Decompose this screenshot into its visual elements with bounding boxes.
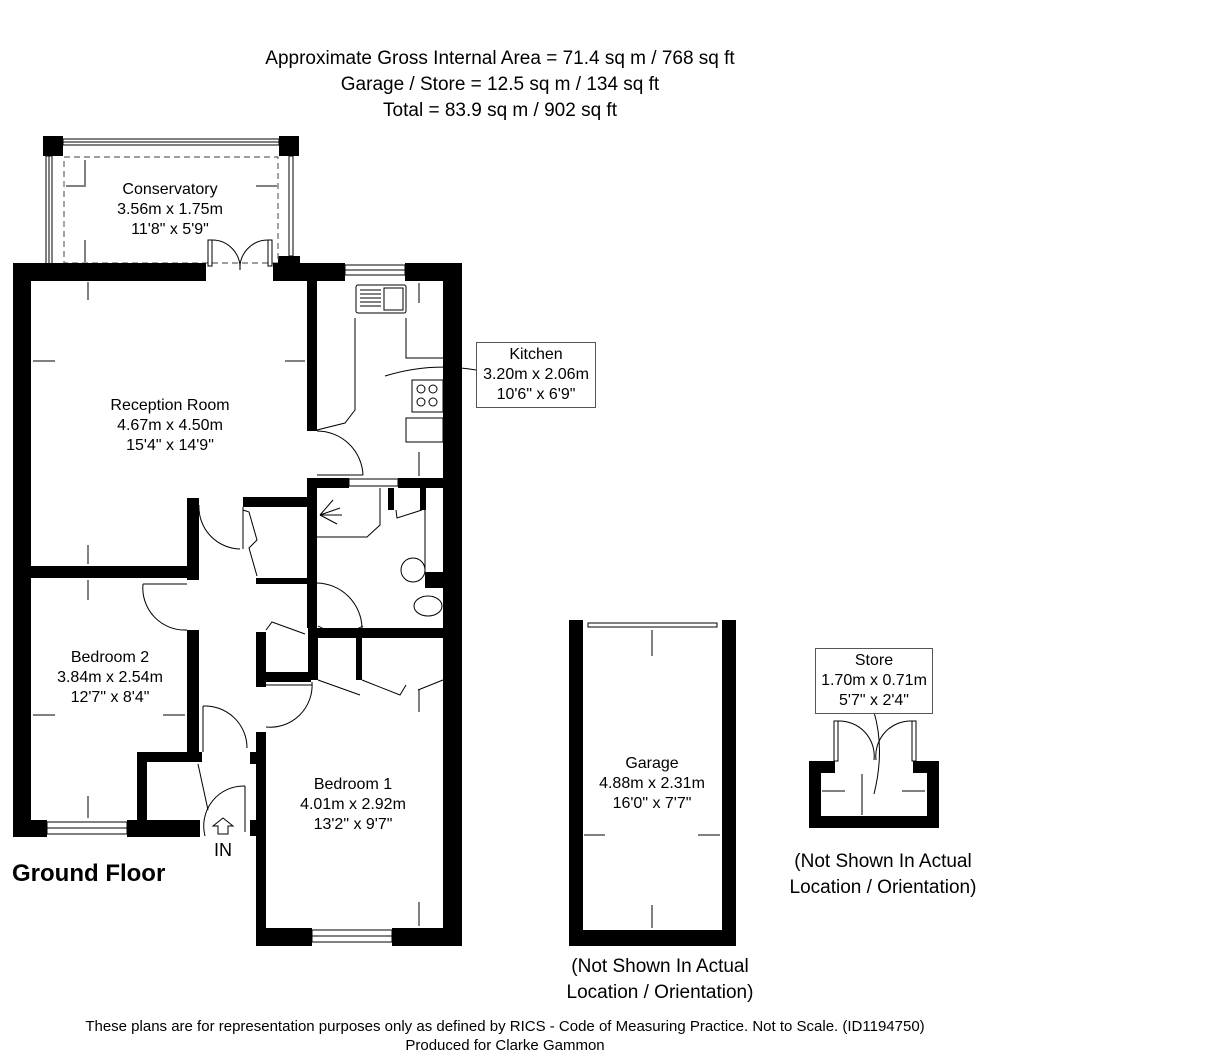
entrance-arrow-icon — [211, 817, 235, 835]
room-name: Reception Room — [110, 397, 230, 414]
room-name: Garage — [625, 755, 679, 772]
room-label-store: Store 1.70m x 0.71m 5'7" x 2'4" — [815, 648, 933, 714]
room-imperial: 11'8" x 5'9" — [131, 221, 209, 238]
room-imperial: 15'4" x 14'9" — [126, 437, 214, 454]
room-name: Bedroom 1 — [313, 776, 393, 793]
room-metric: 4.01m x 2.92m — [300, 796, 406, 813]
entrance-label: IN — [214, 840, 232, 860]
total-area: Total = 83.9 sq m / 902 sq ft — [383, 100, 617, 121]
room-metric: 1.70m x 0.71m — [821, 672, 927, 689]
garage-store-area: Garage / Store = 12.5 sq m / 134 sq ft — [340, 74, 660, 95]
garage-walls — [569, 620, 736, 946]
room-metric: 3.56m x 1.75m — [117, 201, 223, 218]
note-line: (Not Shown In Actual — [794, 851, 972, 872]
dimension-arrows — [33, 160, 420, 926]
store-doors — [822, 711, 925, 815]
room-imperial: 16'0" x 7'7" — [612, 795, 692, 812]
room-metric: 4.67m x 4.50m — [117, 417, 223, 434]
area-summary: Approximate Gross Internal Area = 71.4 s… — [0, 46, 1000, 124]
room-label-bedroom1: Bedroom 1 4.01m x 2.92m 13'2" x 9'7" — [283, 775, 423, 835]
room-name: Kitchen — [509, 346, 563, 363]
store-walls — [809, 761, 939, 828]
room-name: Conservatory — [122, 181, 218, 198]
conservatory-doors — [207, 239, 273, 271]
floor-title: Ground Floor — [12, 860, 166, 887]
room-imperial: 5'7" x 2'4" — [839, 692, 909, 709]
kitchen-pointer — [384, 366, 477, 377]
note-line: Location / Orientation) — [566, 982, 754, 1003]
room-metric: 3.20m x 2.06m — [483, 366, 589, 383]
room-label-reception: Reception Room 4.67m x 4.50m 15'4" x 14'… — [85, 396, 255, 456]
main-walls — [13, 263, 462, 946]
produced-for: Produced for Clarke Gammon — [405, 1037, 605, 1054]
store-location-note: (Not Shown In Actual Location / Orientat… — [763, 849, 1003, 901]
gross-internal-area: Approximate Gross Internal Area = 71.4 s… — [265, 48, 735, 69]
note-line: Location / Orientation) — [789, 877, 977, 898]
disclaimer: These plans are for representation purpo… — [85, 1018, 925, 1035]
room-name: Store — [854, 652, 894, 669]
garage-location-note: (Not Shown In Actual Location / Orientat… — [540, 954, 780, 1006]
note-line: (Not Shown In Actual — [571, 956, 749, 977]
room-imperial: 13'2" x 9'7" — [313, 816, 393, 833]
room-metric: 3.84m x 2.54m — [57, 669, 163, 686]
footer: These plans are for representation purpo… — [0, 1017, 1010, 1055]
room-name: Bedroom 2 — [70, 649, 150, 666]
hall-doors — [142, 504, 444, 837]
room-metric: 4.88m x 2.31m — [599, 775, 705, 792]
room-label-conservatory: Conservatory 3.56m x 1.75m 11'8" x 5'9" — [85, 180, 255, 240]
kitchen-fittings — [316, 284, 444, 476]
bathroom-fittings — [316, 488, 443, 633]
room-label-bedroom2: Bedroom 2 3.84m x 2.54m 12'7" x 8'4" — [40, 648, 180, 708]
room-imperial: 10'6" x 6'9" — [496, 386, 576, 403]
room-label-garage: Garage 4.88m x 2.31m 16'0" x 7'7" — [582, 754, 722, 814]
room-imperial: 12'7" x 8'4" — [70, 689, 150, 706]
room-label-kitchen: Kitchen 3.20m x 2.06m 10'6" x 6'9" — [476, 342, 596, 408]
garage-dimension-arrows — [584, 630, 720, 928]
